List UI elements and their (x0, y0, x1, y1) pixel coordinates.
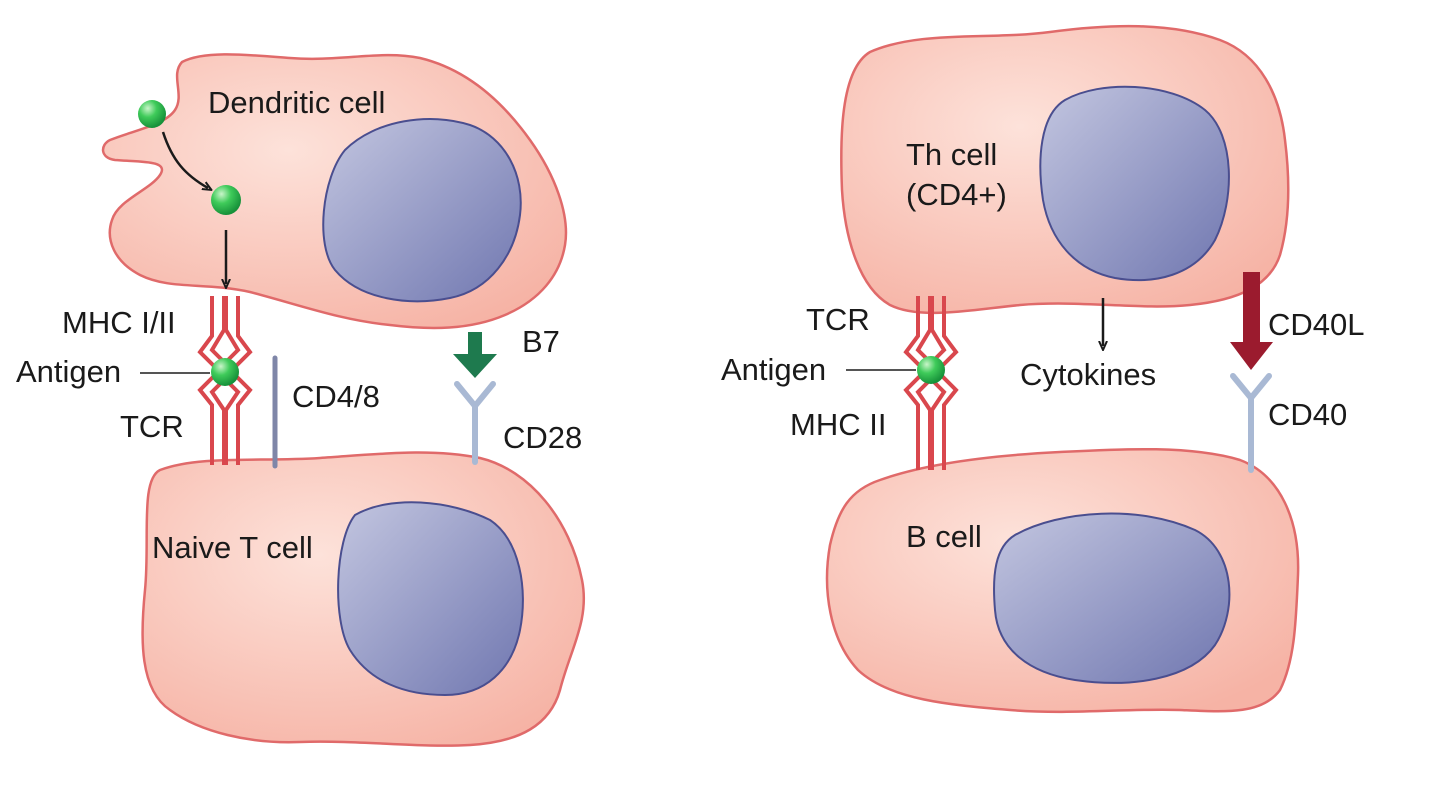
mhc-tcr-complex-right (903, 296, 959, 470)
naive-t-cell (141, 451, 586, 747)
b-cell-label: B cell (906, 519, 982, 554)
th-cell-cd4-label: (CD4+) (906, 177, 1007, 212)
mhc-tcr-complex-left (197, 296, 253, 465)
b-cell (825, 447, 1300, 714)
dendritic-cell (101, 53, 568, 330)
b-cell-nucleus (993, 512, 1231, 684)
antigen-label-left: Antigen (16, 354, 121, 389)
b7-costimulator (453, 332, 497, 378)
cd40l-ligand (1230, 272, 1273, 370)
cd40-label: CD40 (1268, 397, 1347, 432)
cd40-receptor (1230, 373, 1272, 473)
uptake-arrow (161, 131, 208, 188)
th-cell (840, 24, 1290, 315)
cd40l-label: CD40L (1268, 307, 1365, 342)
free-antigen-particle (138, 100, 166, 128)
b7-label: B7 (522, 324, 560, 359)
t-cell-nucleus (337, 501, 524, 697)
cd28-receptor (454, 381, 496, 465)
dendritic-cell-label: Dendritic cell (208, 85, 385, 120)
cd28-label: CD28 (503, 420, 582, 455)
dendritic-nucleus (322, 118, 522, 303)
tcr-label-left: TCR (120, 409, 184, 444)
antigen-label-right: Antigen (721, 352, 826, 387)
th-cell-nucleus (1039, 85, 1230, 282)
tcr-label-right: TCR (806, 302, 870, 337)
mhc-label-left: MHC I/II (62, 305, 176, 340)
internalized-antigen (211, 185, 241, 215)
naive-t-cell-label: Naive T cell (152, 530, 313, 565)
cd4-8-label: CD4/8 (292, 379, 380, 414)
mhc-ii-label: MHC II (790, 407, 886, 442)
th-cell-label: Th cell (906, 137, 997, 172)
presented-antigen-left (211, 358, 239, 386)
presented-antigen-right (917, 356, 945, 384)
cytokines-label: Cytokines (1020, 357, 1156, 392)
